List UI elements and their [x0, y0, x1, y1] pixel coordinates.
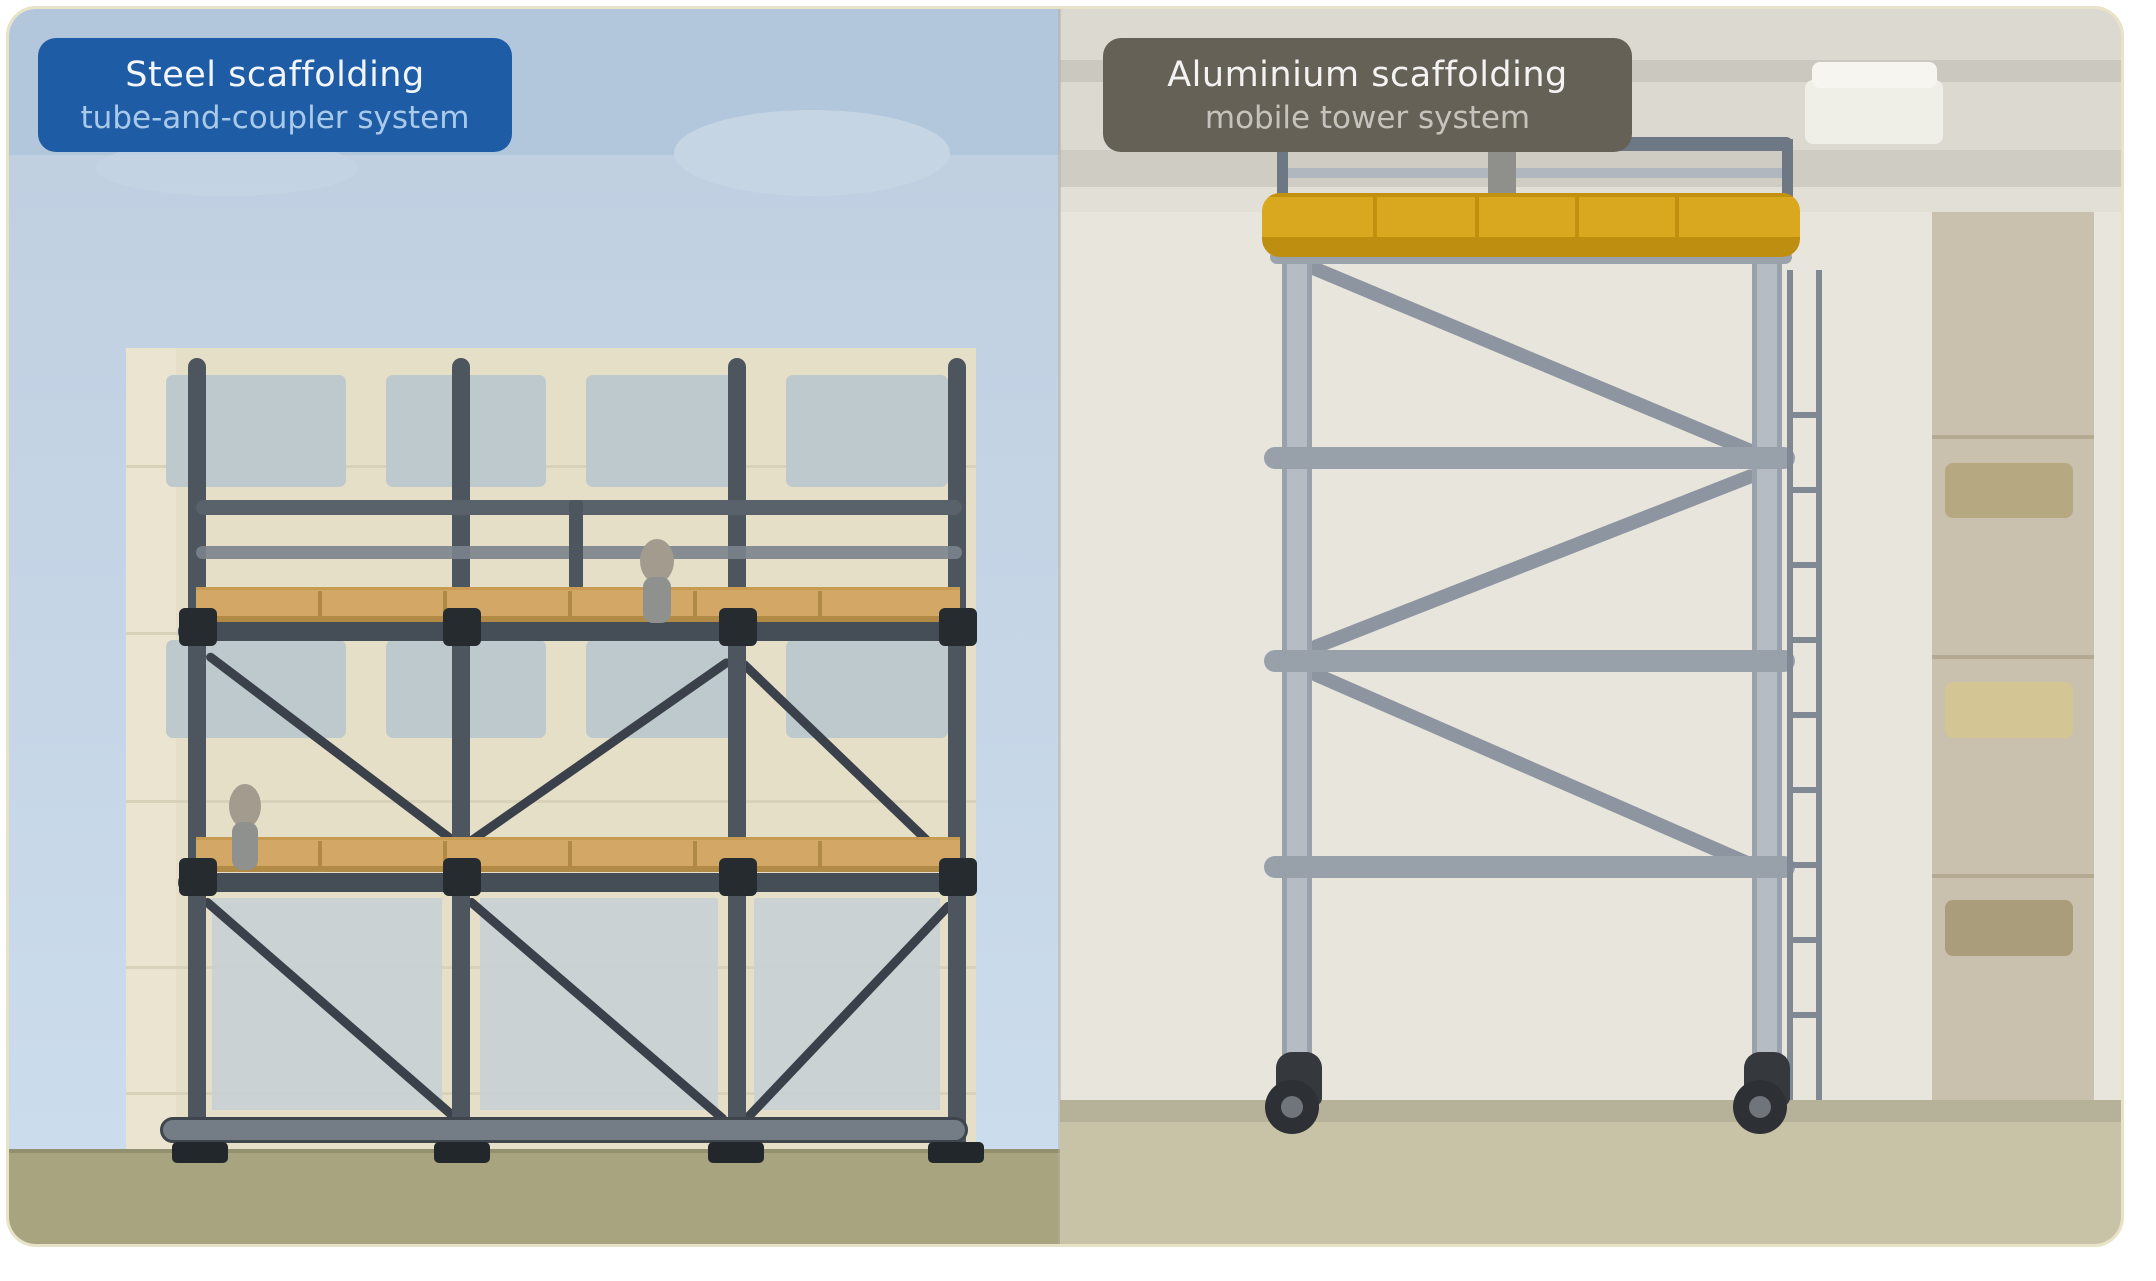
wood-platform-upper — [196, 587, 960, 622]
platform-seam — [1475, 197, 1479, 237]
steel-title: Steel scaffolding — [125, 54, 425, 95]
plank-seam — [693, 841, 697, 868]
worker-upper — [640, 539, 674, 583]
aluminium-title: Aluminium scaffolding — [1167, 54, 1568, 95]
ladder-rung — [1787, 862, 1822, 868]
door-panel — [1945, 682, 2073, 738]
window — [786, 640, 948, 738]
coupler — [179, 858, 217, 896]
scaffold-post — [728, 358, 746, 1150]
scaffold-post — [188, 358, 206, 1150]
coupler — [443, 608, 481, 646]
ladder-rung — [1787, 637, 1822, 643]
door-divider — [1932, 874, 2094, 878]
ceiling-light-cap — [1812, 62, 1937, 88]
door-panel — [1945, 900, 2073, 956]
plank-seam — [318, 841, 322, 868]
ceiling-light — [1805, 80, 1943, 144]
worker-lower — [229, 784, 261, 828]
coupler — [719, 858, 757, 896]
base-pad — [434, 1142, 490, 1163]
ledger-beam — [178, 622, 976, 641]
ladder-rung — [1787, 1012, 1822, 1018]
platform-seam — [1373, 197, 1377, 237]
guardrail-post — [1277, 139, 1288, 201]
caster-hub — [1281, 1096, 1303, 1118]
floor — [1060, 1122, 2121, 1244]
ladder-stile — [1816, 270, 1822, 1100]
plank-seam — [818, 841, 822, 868]
door-divider — [1932, 435, 2094, 439]
platform-deck — [1262, 193, 1800, 237]
coupler — [443, 858, 481, 896]
plank-seam — [568, 841, 572, 868]
base-pad — [172, 1142, 228, 1163]
aluminium-subtitle: mobile tower system — [1204, 99, 1531, 136]
label-aluminium-scaffolding: Aluminium scaffolding mobile tower syste… — [1103, 38, 1632, 152]
worker-lower-body — [232, 822, 258, 870]
plank-seam — [318, 591, 322, 618]
plank-seam — [693, 591, 697, 618]
base-tube — [160, 1117, 968, 1143]
rounded-frame: Steel scaffolding tube-and-coupler syste… — [6, 6, 2124, 1247]
guardrail-post — [569, 500, 583, 590]
floor-edge — [1060, 1100, 2121, 1122]
coupler — [939, 858, 977, 896]
ladder-rung — [1787, 937, 1822, 943]
base-pad — [708, 1142, 764, 1163]
tower-crossbar — [1264, 447, 1795, 469]
plank-seam — [818, 591, 822, 618]
caster-hub — [1749, 1096, 1771, 1118]
cloud — [674, 110, 950, 196]
door-divider — [1932, 655, 2094, 659]
platform-seam — [1575, 197, 1579, 237]
wood-platform-lower — [196, 837, 960, 872]
platform-edge — [1262, 237, 1800, 257]
steel-subtitle: tube-and-coupler system — [80, 99, 470, 136]
guardrail-post — [1782, 139, 1793, 201]
plank-seam — [568, 591, 572, 618]
coupler — [719, 608, 757, 646]
facade-groove — [126, 465, 976, 468]
tower-platform — [1262, 193, 1800, 257]
ground — [9, 1149, 1060, 1244]
ladder-rung — [1787, 787, 1822, 793]
facade-groove — [126, 800, 976, 803]
ladder-rung — [1787, 487, 1822, 493]
window — [786, 375, 948, 487]
label-steel-scaffolding: Steel scaffolding tube-and-coupler syste… — [38, 38, 512, 152]
plank-seam — [443, 591, 447, 618]
tower-crossbar — [1264, 650, 1795, 672]
window — [586, 375, 746, 487]
coupler — [179, 608, 217, 646]
scaffold-post — [948, 358, 966, 1150]
door — [1932, 212, 2094, 1124]
panel-divider — [1058, 9, 1061, 1244]
ladder-rung — [1787, 712, 1822, 718]
tower-guardrail-mid — [1282, 168, 1788, 178]
platform-seam — [1675, 197, 1679, 237]
coupler — [939, 608, 977, 646]
ladder-rung — [1787, 562, 1822, 568]
base-pad — [928, 1142, 984, 1163]
window — [586, 640, 746, 738]
scaffold-post — [452, 358, 470, 1150]
worker-upper-body — [643, 577, 671, 623]
tower-crossbar — [1264, 856, 1795, 878]
ladder-rung — [1787, 412, 1822, 418]
plank-seam — [443, 841, 447, 868]
ledger-beam — [178, 873, 976, 892]
ladder-stile — [1787, 270, 1793, 1100]
door-panel — [1945, 463, 2073, 518]
